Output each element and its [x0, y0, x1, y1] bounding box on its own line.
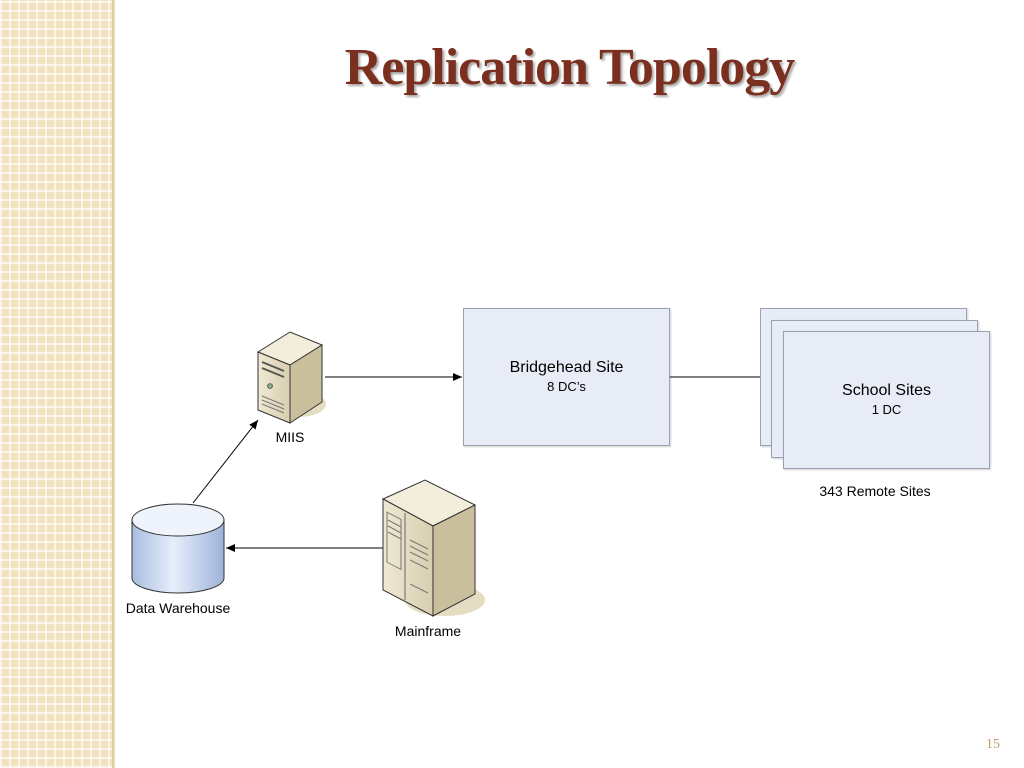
server-tower-icon [256, 331, 326, 424]
school-sites-subtitle: 1 DC [871, 402, 902, 417]
data-warehouse-label: Data Warehouse [125, 600, 231, 616]
bridgehead-site-title: Bridgehead Site [509, 359, 624, 376]
sidebar-pattern [0, 0, 112, 768]
remote-sites-caption: 343 Remote Sites [819, 483, 931, 499]
bridgehead-site-box: Bridgehead Site 8 DC’s [463, 308, 670, 446]
warehouse-to-miis-arrow [192, 419, 259, 504]
bridgehead-site-subtitle: 8 DC’s [547, 379, 586, 394]
miis-label: MIIS [275, 429, 305, 445]
school-sites-box: School Sites 1 DC [783, 331, 990, 469]
mainframe-label: Mainframe [394, 623, 462, 639]
mainframe-server-icon [381, 479, 485, 617]
sidebar-edge [112, 0, 115, 768]
slide-title: Replication Topology [344, 39, 796, 96]
school-sites-title: School Sites [842, 382, 931, 399]
database-cylinder-icon [131, 503, 225, 594]
page-number: 15 [986, 737, 1000, 752]
